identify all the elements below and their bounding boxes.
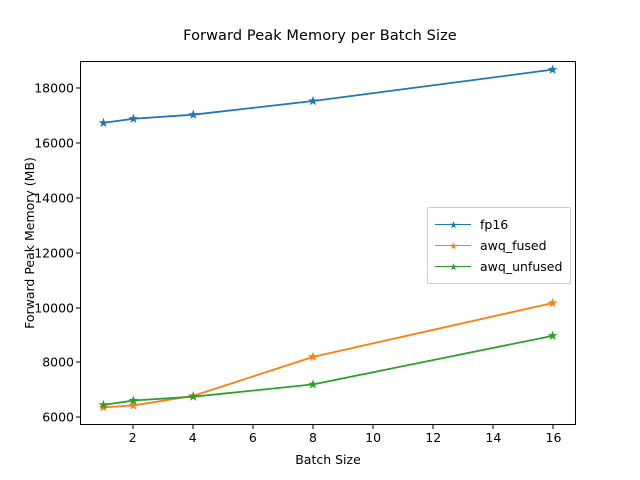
x-tick-mark (492, 425, 494, 429)
x-tick-label: 6 (248, 430, 257, 445)
y-tick-mark (76, 87, 80, 89)
x-tick-mark (312, 425, 314, 429)
y-tick-label: 12000 (34, 245, 74, 261)
series-line (102, 68, 554, 124)
legend-label: awq_fused (480, 238, 547, 253)
y-tick-mark (76, 142, 80, 144)
legend-item-awq_unfused[interactable]: awq_unfused (435, 256, 562, 277)
series-marker (308, 379, 318, 389)
y-axis-label: Forward Peak Memory (MB) (22, 157, 37, 329)
x-axis-label: Batch Size (295, 452, 361, 467)
x-tick-label: 2 (128, 430, 137, 445)
legend-item-fp16[interactable]: fp16 (435, 214, 562, 235)
x-tick-label: 16 (545, 430, 562, 445)
y-tick-label: 8000 (42, 354, 74, 370)
x-tick-label: 4 (188, 430, 197, 445)
legend-item-awq_fused[interactable]: awq_fused (435, 235, 562, 256)
y-tick-label: 18000 (34, 80, 74, 96)
x-tick-label: 14 (485, 430, 502, 445)
series-marker (128, 400, 139, 410)
legend-swatch (435, 260, 471, 274)
legend-label: awq_unfused (480, 259, 563, 274)
y-tick-label: 6000 (42, 409, 74, 425)
legend: fp16 awq_fused awq_unfused (427, 207, 572, 284)
legend-star-icon (449, 262, 458, 270)
series-marker (308, 351, 318, 362)
legend-swatch (435, 218, 471, 232)
legend-star-icon (449, 241, 458, 249)
x-tick-mark (252, 425, 254, 429)
legend-label: fp16 (480, 217, 509, 232)
series-marker (128, 395, 139, 405)
x-tick-mark (552, 425, 554, 429)
plot-area (80, 61, 576, 425)
x-tick-label: 8 (308, 430, 317, 445)
legend-swatch (435, 239, 471, 253)
series-line (102, 334, 554, 406)
series-awq_unfused (98, 330, 558, 410)
y-tick-mark (76, 416, 80, 418)
series-marker (547, 330, 558, 341)
x-tick-label: 10 (365, 430, 382, 445)
x-tick-label: 12 (425, 430, 442, 445)
series-marker (188, 391, 199, 401)
chart-title: Forward Peak Memory per Batch Size (183, 28, 457, 44)
series-canvas (98, 64, 558, 412)
y-tick-mark (76, 361, 80, 363)
series-marker (308, 95, 318, 106)
series-fp16 (98, 64, 558, 128)
series-marker (128, 113, 139, 123)
legend-star-icon (449, 220, 458, 228)
y-tick-mark (76, 307, 80, 308)
series-marker (188, 109, 199, 119)
y-tick-label: 14000 (34, 190, 74, 206)
series-awq_fused (98, 297, 558, 412)
x-tick-mark (132, 425, 134, 429)
series-marker (98, 399, 109, 410)
y-tick-mark (76, 197, 80, 199)
y-tick-label: 10000 (34, 300, 74, 315)
x-tick-mark (432, 425, 434, 429)
y-tick-mark (76, 252, 80, 254)
series-marker (547, 297, 558, 308)
x-tick-mark (372, 425, 374, 429)
x-tick-mark (192, 425, 194, 429)
series-marker (98, 117, 109, 128)
y-tick-label: 16000 (34, 135, 74, 151)
series-marker (547, 64, 558, 74)
series-line (102, 302, 554, 409)
